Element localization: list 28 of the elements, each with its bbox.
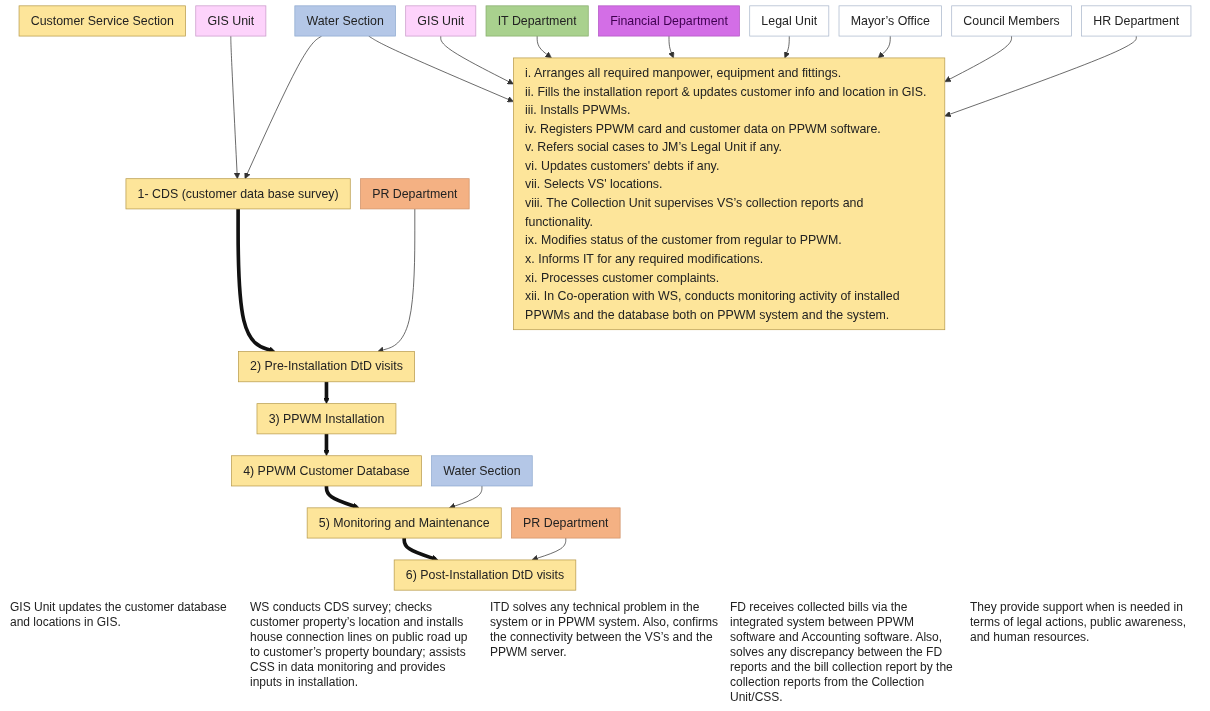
note-text: They provide support when is needed in terms of legal actions, public awareness, and human resources.: [970, 600, 1188, 646]
note-text: GIS Unit updates the customer database and locations in GIS.: [10, 600, 228, 631]
arrow: [236, 208, 276, 353]
node-box: 5) Monitoring and Maintenance: [306, 507, 502, 539]
node-box: 1- CDS (customer data base survey): [125, 178, 351, 210]
node-box: 6) Post-Installation DtD visits: [393, 559, 577, 591]
node-box: HR Department: [1081, 5, 1192, 37]
note-text: FD receives collected bills via the integrated system between PPWM software and Accounting software. Also, solves any discrepancy between the FD reports and the bill collection report by the collection reports from the Collection Unit/CSS.: [730, 600, 954, 705]
node-box: PR Department: [511, 507, 621, 539]
node-box: Financial Department: [598, 5, 740, 37]
node-box: GIS Unit: [195, 5, 267, 37]
node-box: i. Arranges all required manpower, equipment and fittings. ii. Fills the installation report & updates customer info and location in GIS. iii. Installs PPWMs. iv. Registers PPWM card and customer data on PPWM software. v. Refers social cases to JM’s Legal Unit if any. vi. Updates customers' debts if any. vii. Selects VS' locations. viii. The Collection Unit supervises VS’s collection reports and functionality. ix. Modifies status of the customer from regular to PPWM. x. Informs IT for any required modifications. xi. Processes customer complaints. xii. In Co-operation with WS, conducts monitoring activity of installed PPWMs and the database both on PPWM system and the system.: [513, 57, 946, 331]
arrow: [323, 433, 330, 457]
node-box: GIS Unit: [405, 5, 477, 37]
node-box: Legal Unit: [749, 5, 830, 37]
node-box: 3) PPWM Installation: [256, 403, 397, 435]
node-box: Council Members: [951, 5, 1072, 37]
node-box: Water Section: [431, 455, 533, 487]
note-text: WS conducts CDS survey; checks customer property’s location and installs house connection lines on public road up to customer’s property boundary; assists CSS in data monitoring and provides inputs in installation.: [250, 600, 469, 691]
node-box: IT Department: [485, 5, 589, 37]
node-box: 2) Pre-Installation DtD visits: [238, 351, 415, 383]
node-box: PR Department: [360, 178, 470, 210]
node-box: Water Section: [294, 5, 396, 37]
node-box: Mayor’s Office: [838, 5, 942, 37]
note-text: ITD solves any technical problem in the system or in PPWM system. Also, confirms the connectivity between the VS’s and the PPWM server.: [490, 600, 720, 661]
arrow: [323, 381, 330, 404]
node-box: 4) PPWM Customer Database: [231, 455, 422, 487]
node-box: Customer Service Section: [18, 5, 186, 37]
